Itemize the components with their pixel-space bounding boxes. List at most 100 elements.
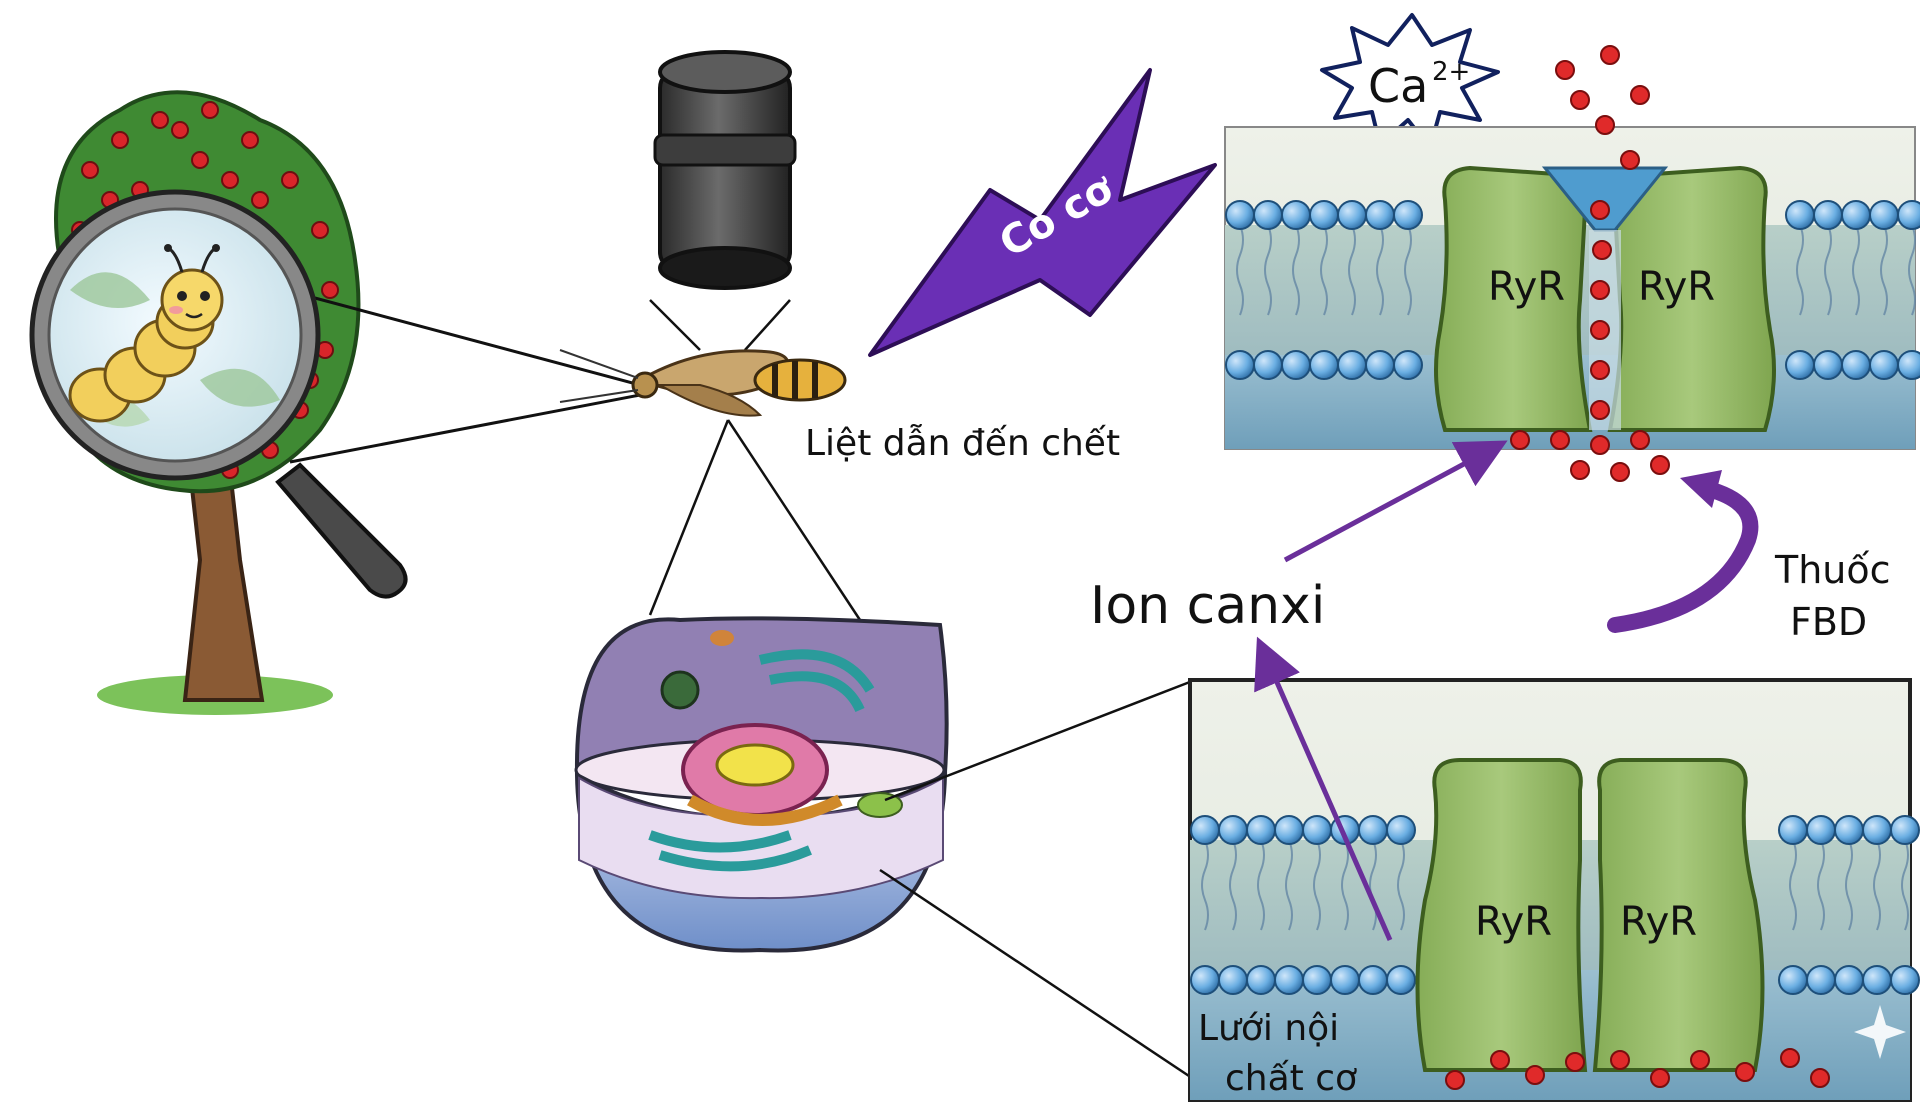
lipid-tail (1285, 839, 1293, 931)
caterpillar (68, 244, 224, 423)
lipid-head (1393, 200, 1423, 230)
lipid-tail (1257, 839, 1265, 931)
lipid-head (1834, 965, 1864, 995)
paralysis-label: Liệt dẫn đến chết (805, 423, 1120, 464)
calcium-ion-dot (1590, 435, 1610, 455)
lipid-head (1253, 350, 1283, 380)
er-label-line1: Lưới nội (1198, 1008, 1339, 1049)
fbd-drug-label-line2: FBD (1790, 600, 1867, 644)
berry (191, 151, 209, 169)
calcium-ion-dot (1780, 1048, 1800, 1068)
open-ryr-panel: RyR RyR (1224, 126, 1920, 450)
lipid-tail (1845, 839, 1853, 931)
ryr-channel-left (1434, 165, 1593, 432)
calcium-ion-dot (1570, 460, 1590, 480)
lipid-tail (1397, 839, 1405, 931)
lipid-tail (1817, 839, 1825, 931)
lipid-head (1365, 350, 1395, 380)
lipid-head (1778, 815, 1808, 845)
lipid-head (1841, 350, 1871, 380)
lipid-tail (1341, 839, 1349, 931)
microscope-eyepiece-icon (653, 50, 797, 290)
berry (201, 101, 219, 119)
calcium-ion-dot (1555, 60, 1575, 80)
lipid-head (1246, 815, 1276, 845)
lipid-head (1806, 965, 1836, 995)
lipid-head (1225, 200, 1255, 230)
lipid-tail (1880, 224, 1888, 316)
berry (111, 131, 129, 149)
lipid-head (1785, 350, 1815, 380)
lipid-tail (1908, 224, 1916, 316)
lipid-tail (1404, 224, 1412, 316)
calcium-ion-dot (1445, 1070, 1465, 1090)
lipid-head (1281, 350, 1311, 380)
calcium-ion-dot (1565, 1052, 1585, 1072)
lipid-head (1330, 965, 1360, 995)
berry (251, 191, 269, 209)
ryr-channel-left (1415, 758, 1588, 1072)
calcium-ion-dot (1620, 150, 1640, 170)
er-label-line2: chất cơ (1225, 1058, 1357, 1099)
calcium-ion-dot (1610, 462, 1630, 482)
lipid-head (1302, 815, 1332, 845)
ryr-channel-right (1592, 758, 1765, 1072)
calcium-to-channel-arrow (1283, 440, 1508, 563)
calcium-ion-dot (1735, 1062, 1755, 1082)
lipid-tail (1824, 224, 1832, 316)
fbd-drug-label-line1: Thuốc (1774, 548, 1891, 592)
calcium-ion-dot (1650, 455, 1670, 475)
ryr-label-left: RyR (1475, 899, 1552, 945)
lipid-head (1302, 965, 1332, 995)
lipid-tail (1320, 224, 1328, 316)
calcium-starburst: Ca 2+ (1320, 13, 1500, 150)
calcium-ion-dot (1590, 200, 1610, 220)
calcium-ion-dot (1592, 240, 1612, 260)
berry (241, 131, 259, 149)
lipid-head (1218, 965, 1248, 995)
lipid-head (1897, 350, 1920, 380)
lipid-head (1386, 965, 1416, 995)
berry (171, 121, 189, 139)
lipid-tail (1348, 224, 1356, 316)
lipid-head (1862, 815, 1892, 845)
lipid-head (1778, 965, 1808, 995)
lipid-tail (1229, 839, 1237, 931)
lipid-head (1869, 200, 1899, 230)
calcium-release-arrow (1254, 636, 1393, 942)
ryr-label-right: RyR (1638, 264, 1715, 310)
berry (281, 171, 299, 189)
berry (81, 161, 99, 179)
magnifying-glass-icon (29, 189, 408, 599)
lipid-head (1281, 200, 1311, 230)
calcium-ion-dots (1510, 45, 1670, 482)
tree-trunk (182, 468, 265, 702)
lipid-tail (1796, 224, 1804, 316)
muscle-contraction-lightning: Co cơ (868, 68, 1217, 357)
calcium-ion-dot (1525, 1065, 1545, 1085)
lipid-head (1337, 350, 1367, 380)
calcium-ion-dot (1590, 400, 1610, 420)
lipid-head (1813, 350, 1843, 380)
calcium-ion-dot (1610, 1050, 1630, 1070)
calcium-ion-dot (1590, 280, 1610, 300)
lipid-head (1190, 815, 1220, 845)
lipid-head (1834, 815, 1864, 845)
calcium-ion-dot (1690, 1050, 1710, 1070)
lipid-head (1841, 200, 1871, 230)
berry (221, 171, 239, 189)
muscle-cell-cutaway (574, 616, 949, 953)
lipid-head (1869, 350, 1899, 380)
calcium-ion-dot (1550, 430, 1570, 450)
calcium-ion-dot (1590, 320, 1610, 340)
lipid-tail (1313, 839, 1321, 931)
lipid-head (1274, 965, 1304, 995)
calcium-ion-dot (1630, 430, 1650, 450)
lipid-head (1337, 200, 1367, 230)
calcium-ion-dot (1590, 360, 1610, 380)
closed-ryr-panel: RyR RyR Lưới nội chất cơ (1188, 678, 1920, 1102)
lipid-head (1218, 815, 1248, 845)
calcium-ion-dot (1810, 1068, 1830, 1088)
magnifier-pointer-line (289, 393, 641, 464)
